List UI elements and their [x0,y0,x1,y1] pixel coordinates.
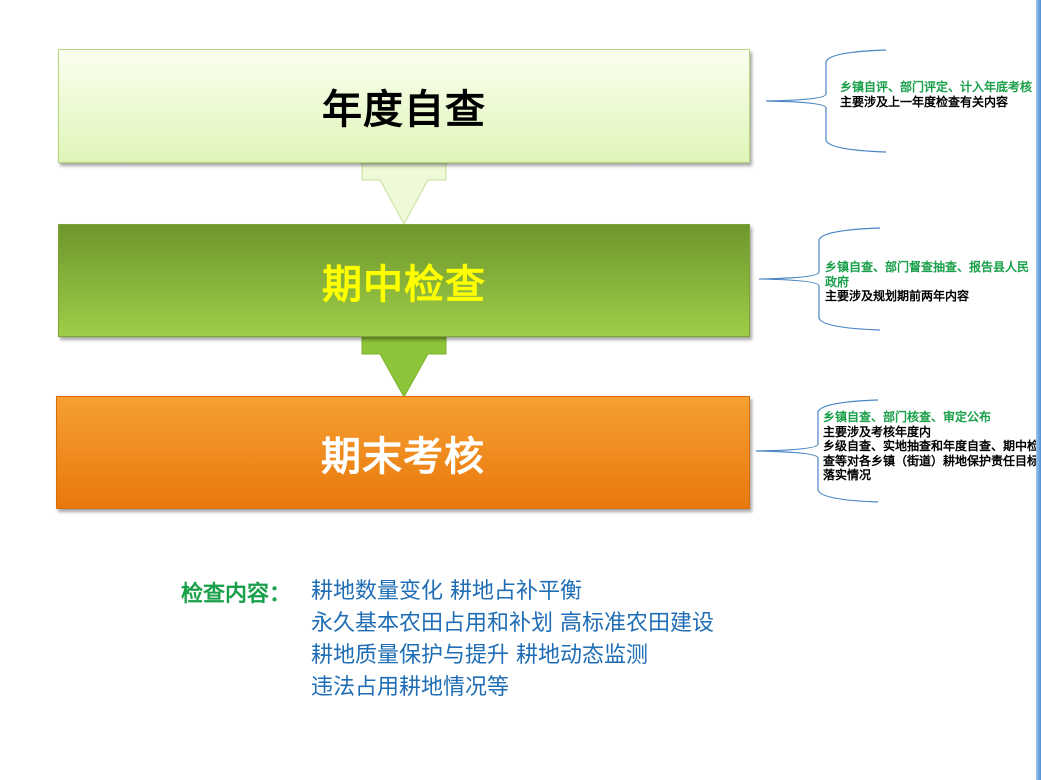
check-content-line-4: 违法占用耕地情况等 [311,675,510,700]
note-1-black-1: 主要涉及上一年度检查有关内容 [840,94,1009,109]
step-1-label: 年度自查 [322,87,486,133]
step-annual-self-check: 年度自查 [58,49,750,163]
step-3-label: 期末考核 [321,433,485,480]
step-2-label: 期中检查 [322,261,486,308]
check-content-lines: 耕地数量变化 耕地占补平衡 永久基本农田占用和补划 高标准农田建设 耕地质量保护… [311,576,714,704]
brace-3 [755,399,879,503]
note-midterm: 乡镇自查、部门督查抽查、报告县人民政府 主要涉及规划期前两年内容 [825,260,1040,304]
step-final-assessment: 期末考核 [56,396,750,509]
note-3-black-1: 主要涉及考核年度内 [823,424,932,439]
note-final: 乡镇自查、部门核查、审定公布 主要涉及考核年度内 乡级自查、实地抽查和年度自查、… [823,410,1040,483]
note-1-green: 乡镇自评、部门评定、计入年底考核 [840,80,1033,94]
note-annual: 乡镇自评、部门评定、计入年底考核 主要涉及上一年度检查有关内容 [840,80,1040,109]
check-content-line-3: 耕地质量保护与提升 耕地动态监测 [311,643,648,668]
step-midterm-check: 期中检查 [58,224,750,337]
brace-1 [765,49,887,153]
note-2-black-1: 主要涉及规划期前两年内容 [825,289,970,303]
flow-arrow-2 [361,336,447,399]
check-content-line-2: 永久基本农田占用和补划 高标准农田建设 [311,611,714,636]
check-content-label: 检查内容： [181,582,292,607]
flow-arrow-1 [361,162,447,226]
note-3-green: 乡镇自查、部门核查、审定公布 [823,410,992,424]
slide-right-edge [1036,0,1041,780]
brace-2 [758,227,881,331]
check-content-line-1: 耕地数量变化 耕地占补平衡 [311,579,582,604]
note-2-green: 乡镇自查、部门督查抽查、报告县人民政府 [825,260,1030,289]
note-3-black-2: 乡级自查、实地抽查和年度自查、期中检查等对各乡镇（街道）耕地保护责任目标落实情况 [823,439,1040,482]
